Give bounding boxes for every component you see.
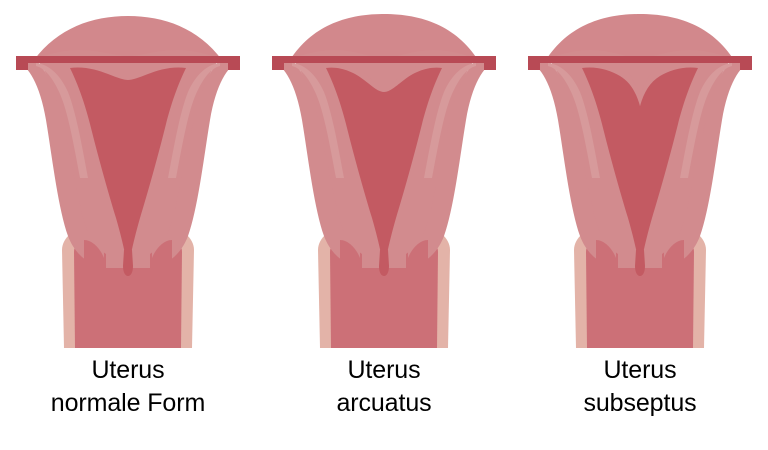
cornu-left-shade [292,63,344,178]
cervical-canal [635,250,645,276]
caption-line-2: subseptus [583,389,697,417]
caption-uterus-subseptus: Uterus subseptus [512,354,768,420]
external-os-right [152,240,172,268]
serosa-fundus [34,16,222,60]
fallopian-tube-line [272,56,496,63]
cervical-canal [379,250,389,276]
endometrial-cavity [582,67,698,255]
arcuate-fundal-indentation [352,62,416,88]
panel-uterus-arcuatus: Uterus arcuatus [256,0,512,450]
fallopian-tube-right-tip [740,56,752,70]
caption-line-1: Uterus [603,356,677,384]
cornu-right-shade [168,63,220,178]
panel-uterus-subseptus: Uterus subseptus [512,0,768,450]
cervical-canal [123,250,133,276]
cornu-left-shade [548,63,600,178]
uterus-body-group [16,16,240,348]
fallopian-tube-left-tip [528,56,540,70]
external-os-left [340,240,360,268]
external-os-left [84,240,104,268]
caption-uterus-arcuatus: Uterus arcuatus [256,354,512,420]
external-os-right [664,240,684,268]
external-os-right [408,240,428,268]
caption-uterus-normal: Uterus normale Form [0,354,256,420]
fallopian-tube-right-tip [228,56,240,70]
serosa-fundus [290,14,478,60]
uterus-normal-illustration [0,0,256,348]
uterus-body-group [528,14,752,348]
cornu-right-shade [424,63,476,178]
uterus-body-group [272,14,496,348]
caption-line-2: arcuatus [336,389,432,417]
fallopian-tube-right-tip [484,56,496,70]
fallopian-tube-line [16,56,240,63]
fallopian-tube-line [528,56,752,63]
caption-line-1: Uterus [91,356,165,384]
cornu-left-shade [36,63,88,178]
panel-uterus-normal: Uterus normale Form [0,0,256,450]
serosa-fundus [546,14,734,60]
fallopian-tube-left-tip [16,56,28,70]
endometrial-cavity [70,67,186,255]
uterus-arcuatus-illustration [256,0,512,348]
caption-line-1: Uterus [347,356,421,384]
cornu-right-shade [680,63,732,178]
septum-wedge [615,59,665,106]
caption-line-2: normale Form [50,389,206,417]
uterus-subseptus-illustration [512,0,768,348]
endometrial-cavity [326,67,442,254]
fallopian-tube-left-tip [272,56,284,70]
external-os-left [596,240,616,268]
